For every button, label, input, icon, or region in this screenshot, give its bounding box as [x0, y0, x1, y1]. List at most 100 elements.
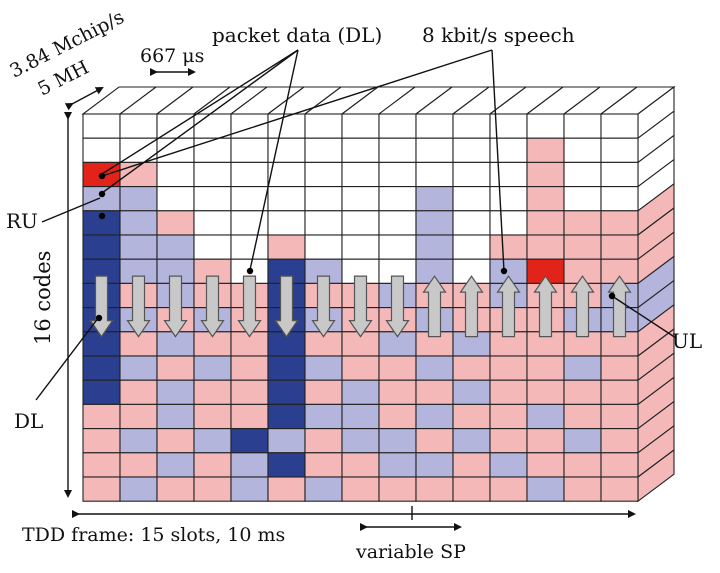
grid-cell: [563, 355, 602, 381]
grid-cell: [230, 161, 269, 188]
grid-cell: [304, 355, 343, 381]
grid-cell: [193, 161, 232, 188]
grid-cell: [378, 403, 417, 430]
grid-cell: [267, 379, 306, 405]
grid-cell: [156, 113, 195, 139]
grid-cell: [193, 113, 232, 139]
packet-marker-1: [98, 212, 106, 220]
grid-cell: [415, 355, 454, 381]
grid-cell: [341, 476, 380, 502]
speech-label: 8 kbit/s speech: [422, 23, 575, 47]
grid-cell: [82, 428, 121, 454]
grid-cell: [563, 137, 602, 163]
grid-cell: [526, 137, 565, 163]
grid-cell: [452, 428, 491, 454]
callout-lines: [35, 49, 677, 401]
grid-cell: [193, 403, 232, 430]
grid-cell: [563, 403, 602, 430]
grid-cell: [526, 403, 565, 430]
grid-cell: [156, 379, 195, 405]
grid-cell: [600, 113, 639, 139]
grid-cell: [267, 186, 306, 212]
grid-cell: [415, 210, 454, 236]
grid-cell: [341, 210, 380, 236]
grid-side-face: [637, 85, 675, 503]
grid-cell: [415, 403, 454, 430]
callout-dots: [95, 172, 616, 322]
grid-cell: [563, 452, 602, 478]
grid-cell: [526, 355, 565, 381]
grid-cell: [341, 428, 380, 454]
grid-cell: [489, 428, 528, 454]
grid-cell: [563, 210, 602, 236]
grid-cell: [193, 210, 232, 236]
grid-cell: [230, 234, 269, 260]
grid-cell: [304, 161, 343, 188]
grid-cell: [267, 113, 306, 139]
grid-cell: [304, 476, 343, 502]
grid-cell: [378, 210, 417, 236]
frame-label: TDD frame: 15 slots, 10 ms: [22, 524, 285, 546]
grid-cell: [600, 476, 639, 502]
grid-cell: [378, 234, 417, 260]
grid-cell: [193, 452, 232, 478]
grid-cell: [193, 234, 232, 260]
grid-cell: [193, 355, 232, 381]
downlink-arrow: [348, 275, 373, 338]
grid-cell: [267, 403, 306, 430]
grid-cell: [230, 403, 269, 430]
grid-cell: [600, 355, 639, 381]
ul-leader: [611, 295, 677, 339]
downlink-arrow: [274, 275, 299, 338]
slot-duration-label: 667 μs: [140, 45, 204, 67]
grid-cell: [341, 161, 380, 188]
grid-cell: [156, 161, 195, 188]
grid-cell: [193, 428, 232, 454]
grid-cell: [452, 452, 491, 478]
grid-cell: [415, 113, 454, 139]
grid-cell: [304, 379, 343, 405]
packet-data-leader-1: [101, 49, 299, 175]
grid-cell: [119, 234, 158, 260]
grid-cell: [230, 379, 269, 405]
grid-cell: [600, 403, 639, 430]
grid-cell: [378, 161, 417, 188]
grid-cell: [489, 137, 528, 163]
grid-cell: [230, 355, 269, 381]
grid-cell: [119, 452, 158, 478]
grid-cell: [452, 210, 491, 236]
grid-cell: [600, 379, 639, 405]
grid-cell: [378, 137, 417, 163]
grid-cell: [489, 234, 528, 260]
grid-cell: [378, 379, 417, 405]
grid-cell: [156, 403, 195, 430]
grid-cell: [489, 161, 528, 188]
grid-cell: [563, 186, 602, 212]
ul-marker: [608, 292, 616, 300]
grid-cell: [156, 428, 195, 454]
grid-cell: [82, 234, 121, 260]
grid-cell: [378, 476, 417, 502]
grid-cell: [489, 186, 528, 212]
grid-cell: [82, 379, 121, 405]
grid-cell: [82, 452, 121, 478]
grid-cell: [82, 113, 121, 139]
grid-cell: [304, 113, 343, 139]
packet-data-leader-3: [249, 49, 299, 271]
grid-cell: [193, 476, 232, 502]
speech-marker-2: [500, 267, 508, 275]
grid-cell: [526, 234, 565, 260]
grid-cell: [563, 161, 602, 188]
grid-cell: [415, 452, 454, 478]
grid-cell: [452, 379, 491, 405]
grid-cell: [267, 355, 306, 381]
grid-cell: [119, 379, 158, 405]
grid-cell: [119, 428, 158, 454]
grid-cell: [156, 137, 195, 163]
packet-data-label: packet data (DL): [212, 23, 382, 47]
grid-cell: [415, 186, 454, 212]
grid-cell: [489, 403, 528, 430]
downlink-arrow: [311, 275, 336, 338]
grid-cell: [341, 137, 380, 163]
